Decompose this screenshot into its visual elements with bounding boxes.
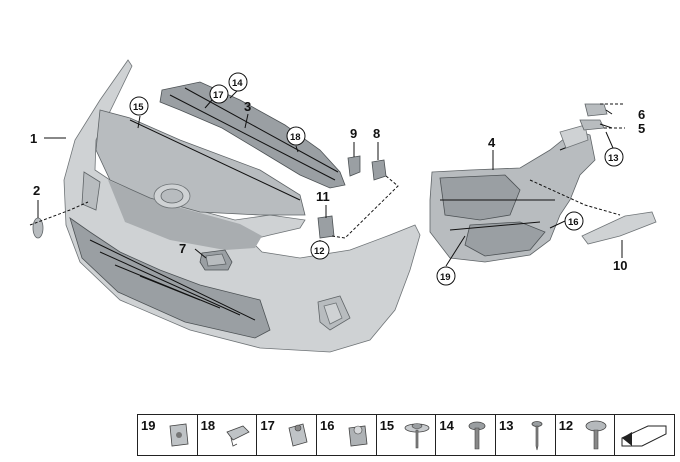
side-trim-strip — [581, 211, 657, 245]
legend-cell-12: 12 — [556, 415, 616, 455]
callout-ring-14: 14 — [228, 72, 248, 92]
callout-18: 18 — [290, 132, 301, 143]
callout-ring-18: 18 — [286, 126, 306, 146]
callout-ring-12: 12 — [310, 240, 330, 260]
legend-cell-19: 19 — [138, 415, 198, 455]
legend-cell-arrow — [615, 415, 674, 455]
bracket-8 — [371, 159, 387, 181]
legend-label: 12 — [558, 418, 574, 433]
legend-label: 15 — [379, 418, 395, 433]
legend-cell-16: 16 — [317, 415, 377, 455]
bracket-6 — [584, 103, 608, 117]
callout-13: 13 — [608, 153, 619, 164]
washer-screw-icon — [404, 423, 430, 449]
legend-label: 18 — [200, 418, 216, 433]
legend-label: 14 — [439, 418, 454, 433]
callout-ring-15: 15 — [129, 96, 149, 116]
callout-3: 3 — [244, 99, 251, 114]
upper-carrier-panel — [95, 109, 306, 216]
callout-19: 19 — [440, 272, 451, 283]
bumper-side-bracket — [429, 124, 596, 263]
bumper-trim-panel — [63, 59, 421, 353]
callout-ring-16: 16 — [564, 211, 584, 231]
legend-cell-14: 14 — [436, 415, 497, 455]
callout-ring-13: 13 — [604, 147, 624, 167]
bracket-5 — [579, 119, 605, 131]
callout-9: 9 — [350, 126, 357, 141]
fasteners-legend-strip: 19 18 17 16 15 14 — [137, 414, 675, 456]
callout-leaders — [29, 89, 625, 267]
callout-10: 10 — [613, 258, 627, 273]
legend-label: 17 — [260, 418, 275, 433]
callout-4: 4 — [488, 135, 496, 150]
callout-ring-19: 19 — [436, 266, 456, 286]
clip-nut-icon — [169, 423, 189, 447]
bracket-11 — [317, 215, 335, 239]
callout-17: 17 — [213, 90, 224, 101]
callout-12: 12 — [314, 246, 325, 257]
callout-15: 15 — [133, 102, 144, 113]
legend-cell-18: 18 — [198, 415, 258, 455]
clip-nut-icon — [348, 425, 368, 447]
callout-14: 14 — [232, 78, 243, 89]
arrow-direction-icon — [621, 425, 667, 447]
callout-11: 11 — [316, 189, 330, 204]
callout-16: 16 — [568, 217, 579, 228]
legend-label: 16 — [320, 418, 335, 433]
callout-8: 8 — [373, 126, 380, 141]
legend-cell-13: 13 — [496, 415, 556, 455]
spring-nut-icon — [288, 423, 308, 447]
callout-7: 7 — [179, 241, 186, 256]
callout-ring-17: 17 — [209, 84, 229, 104]
torx-screw-icon — [585, 420, 607, 450]
legend-cell-17: 17 — [257, 415, 318, 455]
callout-5: 5 — [638, 121, 645, 136]
hex-screw-icon — [468, 421, 486, 450]
self-tapping-screw-icon — [531, 421, 543, 451]
callout-2: 2 — [33, 183, 40, 198]
callout-1: 1 — [30, 131, 37, 146]
callout-6: 6 — [638, 107, 645, 122]
legend-label: 13 — [499, 418, 514, 433]
bracket-9 — [347, 155, 361, 177]
flat-clip-icon — [226, 425, 251, 447]
number-plate-bracket — [199, 249, 233, 271]
legend-cell-15: 15 — [377, 415, 437, 455]
legend-label: 19 — [141, 418, 156, 433]
